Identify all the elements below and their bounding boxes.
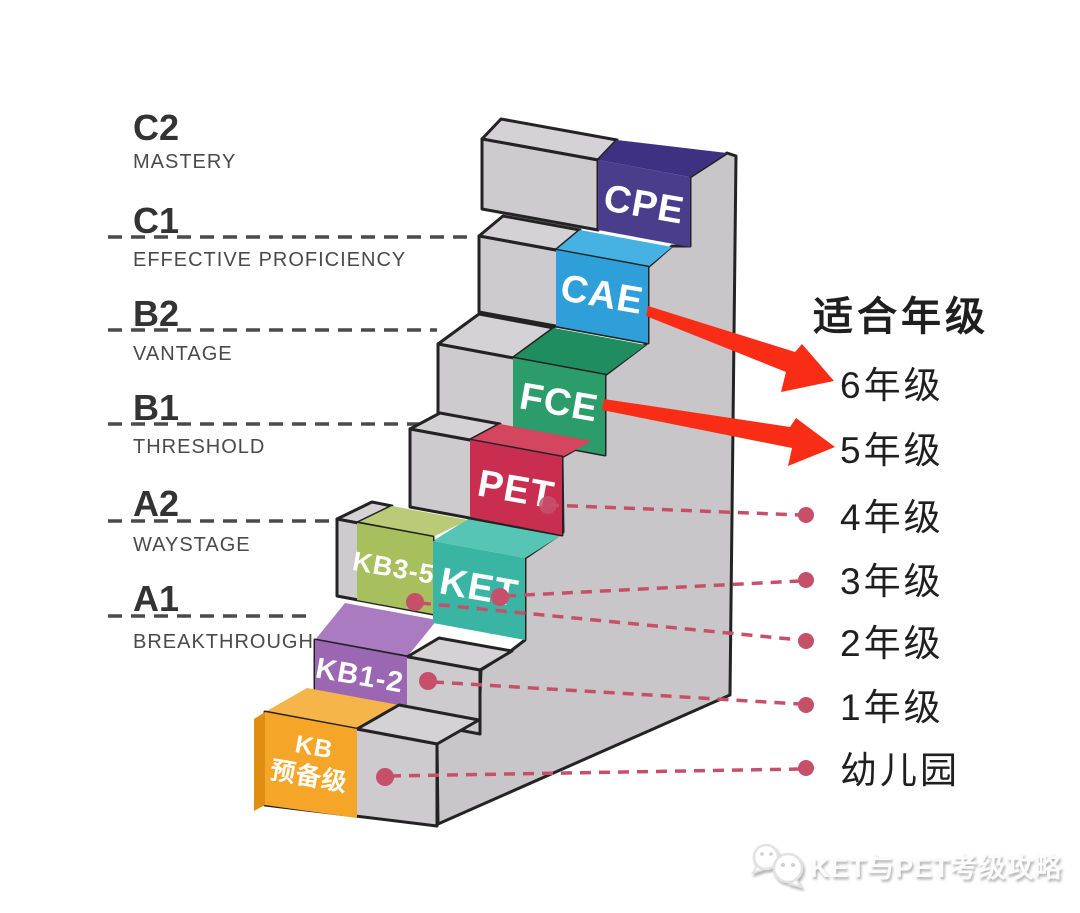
arrow-fce-to-grade5-icon (602, 399, 835, 466)
pet-cube-front (470, 440, 562, 535)
grades-column: 适合年级 6年级 5年级 4年级 3年级 2年级 1年级 幼儿园 (813, 295, 989, 791)
cefr-name-b1: THRESHOLD (133, 436, 265, 458)
grade-label-6: 6年级 (840, 365, 944, 406)
kb-cube-label: KB 预备级 (268, 730, 350, 797)
kb35-cube-front (357, 523, 433, 614)
connector-line-grade2 (419, 601, 801, 642)
kb12-cube-top (315, 603, 437, 657)
grade-label-4: 4年级 (840, 497, 944, 538)
cefr-name-b2: VANTAGE (133, 343, 233, 365)
grade-label-5: 5年级 (840, 430, 944, 471)
watermark-text: KET与PET考级攻略 (810, 852, 1063, 883)
connector-dot-grade3 (798, 572, 814, 588)
cefr-code-a1: A1 (133, 578, 179, 619)
grade-label-kindergarten: 幼儿园 (840, 750, 960, 791)
connector-dot-pet (539, 496, 557, 514)
cefr-name-a2: WAYSTAGE (133, 534, 251, 556)
kb35-cube-top (357, 506, 468, 537)
cpe-cube-top (598, 140, 727, 177)
cefr-code-c2: C2 (133, 107, 179, 148)
cefr-code-c1: C1 (133, 200, 179, 241)
cae-cube-top (556, 230, 672, 267)
watermark: KET与PET考级攻略 (750, 843, 1063, 889)
grades-header: 适合年级 (813, 295, 989, 339)
grade-label-3: 3年级 (840, 561, 944, 602)
grade-label-1: 1年级 (840, 687, 944, 728)
cefr-column: C2 MASTERY C1 EFFECTIVE PROFICIENCY B2 V… (108, 107, 476, 653)
ket-cube-front (433, 541, 525, 640)
connector-dot-kb (376, 768, 394, 786)
connector-dot-grade1 (798, 697, 814, 713)
connector-dot-kb12 (419, 672, 437, 690)
grade-connectors (376, 496, 814, 786)
connector-dot-kindergarten (798, 760, 814, 776)
pet-cube-top (470, 424, 592, 457)
connector-line-grade1 (432, 680, 801, 706)
cefr-code-a2: A2 (133, 483, 179, 524)
cefr-name-c2: MASTERY (133, 151, 236, 173)
cefr-code-b2: B2 (133, 293, 179, 334)
arrow-cae-to-grade6-icon (646, 306, 834, 392)
connector-dot-grade4 (798, 507, 814, 523)
wechat-icon (750, 843, 804, 889)
ket-cube-top (433, 517, 563, 558)
connector-line-grade4 (547, 503, 801, 517)
cefr-name-c1: EFFECTIVE PROFICIENCY (133, 249, 406, 271)
connector-dot-ket (491, 588, 509, 606)
kb-cube-front (265, 712, 357, 818)
cefr-code-b1: B1 (133, 387, 179, 428)
staircase: CPE CAE FCE PET KB3-5 KB1-2 KE (254, 117, 738, 828)
cae-cube-front (556, 250, 648, 343)
connector-dot-kb35 (406, 593, 424, 611)
connector-dot-grade2 (798, 633, 814, 649)
kb-cube-label-line1: KB (293, 730, 335, 764)
kb-cube-top (265, 688, 399, 729)
kb-cube-side (254, 712, 265, 811)
cpe-cube-front (598, 160, 690, 247)
red-arrows (602, 306, 835, 466)
grade-label-2: 2年级 (840, 623, 944, 664)
cefr-name-a1: BREAKTHROUGH (133, 631, 314, 653)
